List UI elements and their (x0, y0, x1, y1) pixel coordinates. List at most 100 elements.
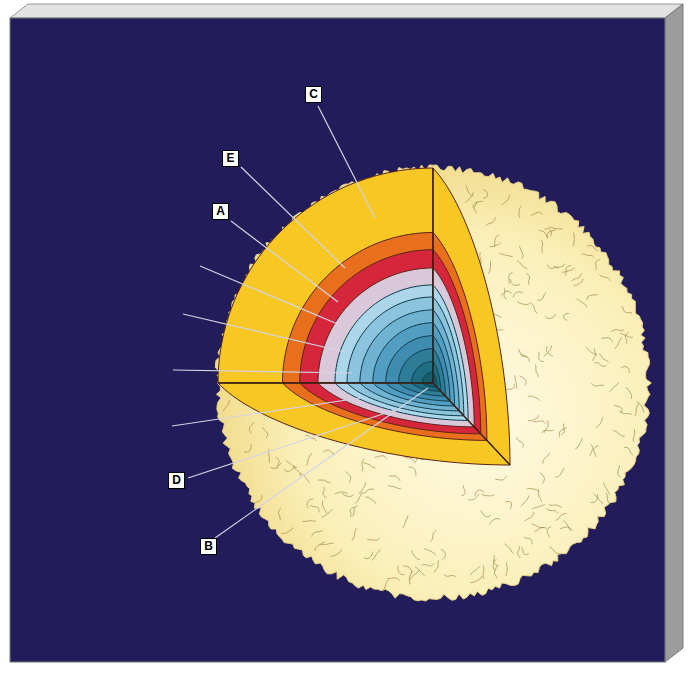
callout-letter: E (222, 150, 239, 167)
interior-layer (360, 383, 459, 411)
granule (573, 233, 574, 247)
granule (542, 430, 554, 433)
granule (528, 396, 540, 401)
granule (573, 279, 583, 286)
granule (549, 227, 563, 229)
granule (621, 367, 630, 373)
granule (539, 352, 544, 362)
granule (582, 254, 594, 257)
granule (486, 217, 495, 225)
granule (509, 272, 513, 284)
granule (564, 313, 570, 320)
granule (562, 268, 575, 273)
granule (389, 476, 400, 481)
granule (372, 549, 380, 560)
granule (444, 575, 456, 578)
granule (535, 365, 538, 378)
granule (521, 354, 529, 361)
granule (312, 530, 323, 536)
granule (506, 562, 507, 576)
granule (528, 415, 539, 421)
granule (352, 506, 358, 517)
granule (545, 228, 552, 236)
granule (618, 465, 621, 477)
granule (302, 520, 316, 522)
granule (383, 580, 389, 592)
granule (625, 332, 629, 344)
granule (375, 456, 387, 459)
granule (515, 375, 517, 389)
granule (596, 260, 601, 270)
granule (315, 542, 324, 551)
granule (633, 429, 635, 442)
granule (403, 566, 412, 573)
interior-layer (347, 297, 433, 383)
granule (322, 510, 333, 518)
granule (307, 453, 312, 466)
granule (318, 480, 331, 483)
granule (518, 546, 521, 558)
granule (468, 494, 479, 500)
granule (599, 354, 609, 363)
callout-letter: A (212, 203, 229, 220)
leader-line (215, 388, 428, 538)
granule (471, 576, 482, 582)
granule (398, 566, 405, 575)
granule (345, 471, 350, 482)
granule (342, 493, 354, 497)
granule (604, 483, 610, 495)
granule (489, 242, 501, 246)
granule (465, 192, 473, 202)
granule (539, 230, 548, 239)
granule (488, 261, 491, 274)
interior-layer (399, 349, 433, 383)
granule (501, 195, 509, 206)
callout-text: D (172, 473, 181, 487)
granule (548, 265, 559, 269)
granule (519, 206, 522, 218)
granule (525, 512, 534, 521)
granule (279, 508, 282, 520)
granule (483, 189, 487, 198)
granule (635, 403, 639, 416)
granule (322, 501, 327, 514)
granule (335, 492, 348, 494)
granule (545, 314, 556, 318)
granule (500, 291, 511, 296)
interior-layer (283, 233, 434, 384)
interior-layer (386, 383, 450, 401)
granule (510, 279, 520, 285)
interior-layer (283, 383, 487, 440)
granule (481, 510, 491, 517)
granule (281, 527, 292, 533)
granule (609, 383, 618, 392)
granule (544, 345, 552, 356)
granule (286, 460, 297, 467)
cut-edge (432, 168, 433, 383)
granule (549, 505, 562, 508)
granule (563, 520, 571, 531)
cut-edge (218, 382, 433, 383)
granule (590, 445, 599, 455)
granule (482, 494, 495, 496)
granule (614, 337, 622, 349)
granule (532, 504, 545, 509)
granule (614, 405, 622, 413)
granule (513, 292, 523, 298)
granule (489, 518, 500, 524)
granule (601, 338, 613, 343)
granule (475, 490, 484, 496)
granule (530, 302, 537, 313)
granule (546, 346, 553, 356)
granule (533, 421, 546, 424)
granule (505, 501, 511, 509)
callout-text: A (216, 204, 225, 218)
callout-letter: C (305, 86, 322, 103)
granule (576, 299, 587, 308)
granule (471, 566, 480, 575)
granule (517, 260, 528, 268)
granule (244, 444, 251, 452)
granule (254, 495, 262, 504)
interior-layer (318, 383, 474, 427)
